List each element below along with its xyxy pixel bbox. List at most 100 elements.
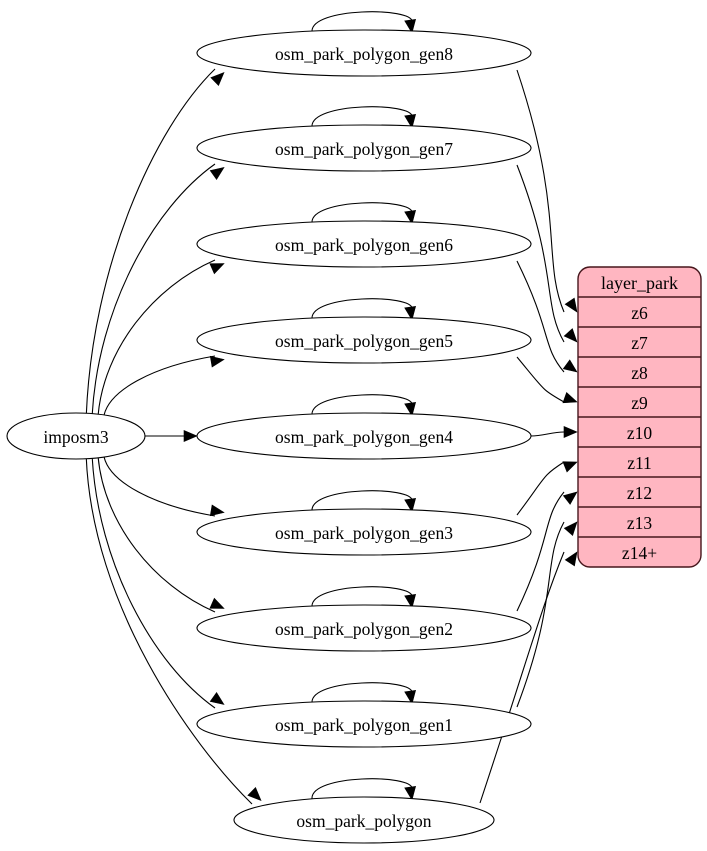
arrow-head-icon: [404, 209, 417, 225]
self-loop-gen7: [311, 106, 413, 128]
table-row-z11[interactable]: z11: [627, 453, 652, 473]
node-ellipse-shape: [196, 220, 532, 268]
edges-imposm3-to-tables: [85, 68, 262, 805]
arrow-head-icon: [562, 461, 578, 473]
table-row-z13[interactable]: z13: [627, 513, 653, 533]
arrow-head-icon: [209, 263, 225, 275]
table-header-label: layer_park: [601, 273, 678, 293]
table-row-z10[interactable]: z10: [627, 423, 653, 443]
node-ellipse-shape: [196, 700, 532, 748]
edge-gen8-to-z6: [516, 69, 565, 313]
self-loop-gen6: [311, 202, 413, 224]
self-loop-gen2: [311, 586, 413, 608]
edge-gen3-to-z11: [516, 461, 565, 516]
arrow-head-icon: [563, 426, 578, 438]
node-label: osm_park_polygon_gen8: [275, 44, 453, 64]
arrow-head-icon: [209, 355, 225, 368]
node-ellipse-shape: [6, 412, 146, 460]
self-loop-gen8: [311, 11, 413, 33]
edge-gen1-to-z13: [516, 521, 565, 708]
edge-imposm3-to-gen6: [97, 259, 216, 416]
table-row-z8[interactable]: z8: [631, 363, 648, 383]
arrow-head-icon: [562, 491, 578, 505]
node-label: osm_park_polygon_gen3: [275, 523, 453, 543]
ellipse-nodes: imposm3 osm_park_polygon_gen8 osm_park_pol…: [6, 29, 532, 844]
node-gen2[interactable]: osm_park_polygon_gen2: [196, 604, 532, 652]
arrow-head-icon: [564, 297, 578, 313]
edge-gen5-to-z9: [516, 356, 565, 403]
self-loop-edges: [311, 11, 417, 801]
arrow-head-icon: [404, 401, 417, 417]
table-row-z14+[interactable]: z14+: [622, 543, 657, 563]
node-label: osm_park_polygon_gen2: [275, 619, 453, 639]
edge-imposm3-to-gen7: [91, 163, 216, 416]
node-gen6[interactable]: osm_park_polygon_gen6: [196, 220, 532, 268]
table-row-z7[interactable]: z7: [631, 333, 648, 353]
edge-imposm3-to-base: [85, 456, 253, 805]
node-ellipse-shape: [196, 316, 532, 364]
edge-imposm3-to-gen3: [103, 456, 216, 517]
arrow-head-icon: [209, 691, 225, 705]
edges-tables-to-layer: [479, 69, 578, 804]
node-gen3[interactable]: osm_park_polygon_gen3: [196, 508, 532, 556]
node-ellipse-shape: [196, 29, 532, 77]
edge-gen2-to-z12: [516, 491, 565, 612]
edge-gen7-to-z7: [516, 164, 565, 343]
node-label: osm_park_polygon: [296, 811, 431, 831]
node-gen1[interactable]: osm_park_polygon_gen1: [196, 700, 532, 748]
node-label: osm_park_polygon_gen6: [275, 235, 453, 255]
table-row-z9[interactable]: z9: [631, 393, 648, 413]
arrow-head-icon: [404, 593, 417, 609]
arrow-head-icon: [404, 497, 417, 513]
arrow-head-icon: [404, 18, 417, 34]
table-row-z6[interactable]: z6: [631, 303, 648, 323]
arrow-head-icon: [247, 786, 262, 802]
arrow-head-icon: [404, 785, 417, 801]
node-label: osm_park_polygon_gen4: [275, 427, 453, 447]
arrow-head-icon: [209, 167, 225, 181]
layer-park-table: layer_park z6 z7 z8 z9 z10 z11 z12 z13 z14+: [577, 266, 702, 568]
arrow-head-icon: [563, 521, 578, 536]
self-loop-gen1: [311, 682, 413, 704]
edge-imposm3-to-gen8: [85, 68, 216, 416]
table-rows: [578, 296, 701, 538]
node-gen7[interactable]: osm_park_polygon_gen7: [196, 124, 532, 172]
node-gen4[interactable]: osm_park_polygon_gen4: [196, 412, 532, 460]
edge-imposm3-to-gen1: [91, 456, 216, 709]
arrow-head-icon: [563, 328, 578, 343]
node-ellipse-shape: [196, 604, 532, 652]
self-loop-gen4: [311, 394, 413, 416]
edge-gen4-to-z10: [530, 431, 565, 437]
node-ellipse-shape: [196, 508, 532, 556]
edge-imposm3-to-gen2: [97, 456, 216, 613]
table-row-z12[interactable]: z12: [627, 483, 652, 503]
node-label: osm_park_polygon_gen7: [275, 139, 453, 159]
arrow-head-icon: [404, 113, 417, 129]
self-loop-gen5: [311, 298, 413, 320]
arrow-head-icon: [404, 689, 417, 705]
node-label: osm_park_polygon_gen5: [275, 331, 453, 351]
arrow-head-icon: [562, 359, 578, 373]
node-label: osm_park_polygon_gen1: [275, 715, 453, 735]
node-imposm3[interactable]: imposm3: [6, 412, 146, 460]
arrow-head-icon: [564, 551, 578, 567]
self-loop-base: [311, 778, 413, 800]
self-loop-gen3: [311, 490, 413, 512]
arrow-head-icon: [210, 71, 225, 87]
edge-gen6-to-z8: [516, 260, 565, 373]
arrow-head-icon: [404, 305, 417, 321]
node-base[interactable]: osm_park_polygon: [233, 796, 495, 844]
node-ellipse-shape: [233, 796, 495, 844]
arrow-head-icon: [209, 597, 225, 609]
edge-imposm3-to-gen5: [103, 355, 216, 416]
node-ellipse-shape: [196, 124, 532, 172]
node-gen8[interactable]: osm_park_polygon_gen8: [196, 29, 532, 77]
arrow-head-icon: [562, 391, 578, 404]
node-label: imposm3: [43, 427, 108, 447]
edge-base-to-z14+: [479, 551, 565, 804]
arrow-head-icon: [209, 504, 225, 517]
node-gen5[interactable]: osm_park_polygon_gen5: [196, 316, 532, 364]
arrow-head-icon: [183, 430, 198, 442]
